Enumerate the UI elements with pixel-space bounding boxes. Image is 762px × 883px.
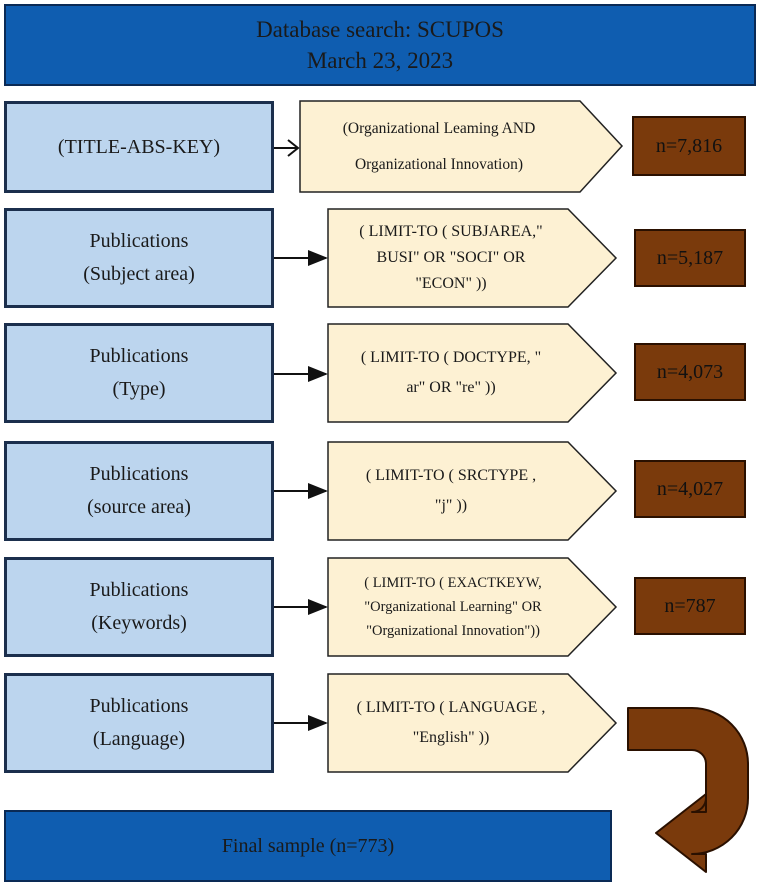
curved-down-arrow-icon: [627, 707, 749, 873]
label-text-line1: Publications: [89, 579, 189, 601]
count-box-3: n=4,073: [634, 343, 746, 401]
label-text-line2: (source area): [87, 496, 191, 518]
label-text-line1: (TITLE-ABS-KEY): [57, 135, 221, 158]
query-pentagon-4: [327, 441, 618, 541]
label-box-subject-area: Publications (Subject area): [4, 208, 274, 308]
header-title: Database search: SCUPOS: [256, 17, 504, 42]
final-sample-label: Final sample (n=773): [221, 834, 395, 857]
query-text-2: ( LIMIT-TO ( SUBJAREA," BUSI" OR "SOCI" …: [359, 223, 543, 292]
connector-arrow-1: [274, 139, 300, 157]
query-text-6: ( LIMIT-TO ( LANGUAGE , "English" )): [356, 699, 546, 746]
query-text-5: ( LIMIT-TO ( EXACTKEYW, "Organizational …: [364, 575, 542, 639]
final-sample-box: Final sample (n=773): [4, 810, 612, 882]
label-text-line1: Publications: [89, 345, 189, 367]
query-text-3: ( LIMIT-TO ( DOCTYPE, " ar" OR "re" )): [360, 349, 542, 396]
label-text-line2: (Language): [92, 728, 186, 750]
header-date: March 23, 2023: [306, 48, 454, 73]
count-box-4: n=4,027: [634, 460, 746, 518]
label-text-line2: (Keywords): [91, 612, 187, 634]
header-box: Database search: SCUPOS March 23, 2023: [4, 4, 756, 86]
label-box-language: Publications (Language): [4, 673, 274, 773]
count-box-1: n=7,816: [632, 116, 746, 176]
count-box-2: n=5,187: [634, 229, 746, 287]
label-text-line1: Publications: [89, 695, 189, 717]
query-text-1: (Organizational Leaming AND Organization…: [342, 120, 536, 173]
label-box-type: Publications (Type): [4, 323, 274, 423]
label-box-title-abs-key: (TITLE-ABS-KEY): [4, 101, 274, 193]
query-pentagon-6: [327, 673, 618, 773]
label-box-source-area: Publications (source area): [4, 441, 274, 541]
query-pentagon-5: [327, 557, 618, 657]
query-pentagon-3: [327, 323, 618, 423]
label-text-line2: (Subject area): [83, 263, 195, 285]
label-text-line1: Publications: [89, 463, 189, 485]
label-text-line1: Publications: [89, 230, 189, 252]
query-pentagon-2: [327, 208, 618, 308]
query-text-4: ( LIMIT-TO ( SRCTYPE , "j" )): [365, 467, 537, 514]
label-text-line2: (Type): [112, 378, 166, 400]
count-box-5: n=787: [634, 577, 746, 635]
query-pentagon-1: [299, 100, 624, 193]
label-box-keywords: Publications (Keywords): [4, 557, 274, 657]
